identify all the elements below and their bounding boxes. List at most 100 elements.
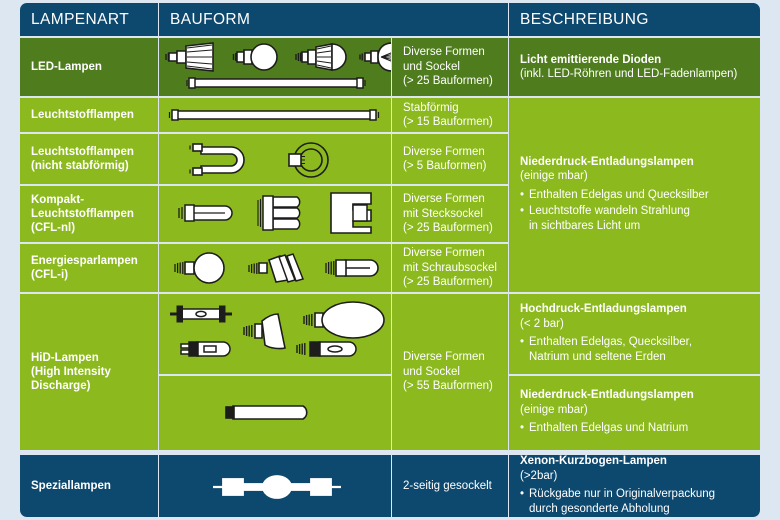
row-label-text-line3: Discharge) — [31, 380, 91, 392]
desc-cell-niederdruck-natrium: Niederdruck-Entladungslampen (einige mba… — [509, 376, 760, 450]
desc-bullet-item: Enthalten Edelgas und Quecksilber — [520, 188, 751, 203]
column-header-lampenart-label: LAMPENART — [31, 10, 130, 28]
form-cell-leuchtstofflampen-nicht-stabfoermig: Diverse Formen (> 5 Bauformen) — [392, 134, 508, 184]
form-text-line2: und Sockel — [403, 60, 460, 73]
cfl-single-u-tube-icon — [177, 202, 237, 224]
form-text-line1: Diverse Formen — [403, 193, 485, 206]
desc-bullet-item: Enthalten Edelgas, Quecksilber, Natrium … — [520, 335, 751, 364]
form-text-line3: (> 55 Bauformen) — [403, 380, 493, 393]
desc-title: Niederdruck-Entladungslampen — [520, 155, 694, 168]
column-header-beschreibung-label: BESCHREIBUNG — [520, 10, 649, 28]
desc-bullet-line: Enthalten Edelgas und Quecksilber — [529, 188, 709, 201]
row-label-text-line2: (nicht stabförmig) — [31, 160, 129, 172]
icon-cell-leuchtstofflampen-nicht-stabfoermig — [159, 134, 391, 184]
desc-bullet-item: Enthalten Edelgas und Natrium — [520, 421, 751, 436]
desc-title: Niederdruck-Entladungslampen — [520, 389, 694, 402]
form-cell-kompakt-leuchtstofflampen: Diverse Formen mit Stecksockel (> 25 Bau… — [392, 186, 508, 242]
desc-subtitle: (einige mbar) — [520, 170, 588, 183]
column-header-beschreibung: BESCHREIBUNG — [509, 3, 760, 36]
column-header-bauform-label: BAUFORM — [170, 10, 251, 28]
row-label-text-line1: Leuchtstofflampen — [31, 146, 134, 158]
hid-single-ended-lamp-icon — [293, 338, 359, 360]
form-text-line2: mit Stecksockel — [403, 207, 483, 220]
desc-bullet-list: Enthalten Edelgas und Natrium — [520, 421, 751, 436]
form-cell-hid-lampen: Diverse Formen und Sockel (> 55 Bauforme… — [392, 294, 508, 450]
desc-cell-led: Licht emittierende Dioden (inkl. LED-Röh… — [509, 38, 760, 96]
desc-bullet-list: Enthalten Edelgas und Quecksilber Leucht… — [520, 188, 751, 234]
desc-bullet-line: durch gesonderte Abholung — [529, 502, 670, 515]
desc-subtitle: (>2bar) — [520, 469, 558, 482]
icon-cell-hid-lampen-niederdruck — [159, 376, 391, 450]
desc-subtitle: (inkl. LED-Röhren und LED-Fadenlampen) — [520, 68, 738, 80]
row-label-speziallampen: Speziallampen — [20, 455, 158, 517]
desc-cell-xenon: Xenon-Kurzbogen-Lampen (>2bar) Rückgabe … — [509, 455, 760, 517]
hid-double-ended-tube-icon — [168, 304, 234, 324]
desc-subtitle: (einige mbar) — [520, 403, 588, 416]
row-label-energiesparlampen: Energiesparlampen (CFL-i) — [20, 244, 158, 292]
form-text-line1: 2-seitig gesockelt — [403, 479, 492, 492]
led-bulb-icon — [294, 42, 352, 72]
row-label-text: Leuchtstofflampen — [31, 109, 134, 121]
sodium-lamp-tube-icon — [221, 402, 317, 422]
row-label-hid-lampen: HiD-Lampen (High Intensity Discharge) — [20, 294, 158, 450]
desc-bullet-item: Rückgabe nur in Originalverpackung durch… — [520, 487, 751, 516]
form-text-line1: Diverse Formen — [403, 145, 485, 158]
row-label-text-line2: Leuchtstofflampen — [31, 208, 134, 220]
icon-cell-hid-lampen-hochdruck — [159, 294, 391, 374]
desc-bullet-line: Enthalten Edelgas und Natrium — [529, 422, 689, 435]
form-text-line3: (> 25 Bauformen) — [403, 276, 493, 289]
icon-cell-led-lampen — [159, 38, 391, 96]
desc-cell-niederdruck: Niederdruck-Entladungslampen (einige mba… — [509, 98, 760, 292]
row-label-text-line2: (High Intensity — [31, 366, 111, 378]
icon-cell-speziallampen — [159, 455, 391, 517]
cfl-spiral-lamp-icon — [247, 251, 307, 285]
row-label-leuchtstofflampen-nicht-stabfoermig: Leuchtstofflampen (nicht stabförmig) — [20, 134, 158, 184]
icon-cell-leuchtstofflampen — [159, 98, 391, 132]
icon-cell-kompakt-leuchtstofflampen — [159, 186, 391, 242]
icon-cell-energiesparlampen — [159, 244, 391, 292]
form-text-line3: (> 25 Bauformen) — [403, 75, 493, 88]
desc-title: Hochdruck-Entladungslampen — [520, 303, 687, 315]
form-cell-speziallampen: 2-seitig gesockelt — [392, 455, 508, 517]
row-label-kompakt-leuchtstofflampen: Kompakt- Leuchtstofflampen (CFL-nl) — [20, 186, 158, 242]
row-label-text-line3: (CFL-nl) — [31, 222, 76, 234]
fluorescent-u-tube-icon — [189, 142, 253, 178]
led-filament-bulb-icon — [359, 42, 391, 72]
desc-bullet-line: Natrium und seltene Erden — [529, 350, 666, 363]
row-label-text: Speziallampen — [31, 480, 111, 492]
form-text-line1: Diverse Formen — [403, 46, 485, 59]
row-label-text-line1: Energiesparlampen — [31, 255, 138, 267]
hid-ellipsoidal-bulb-icon — [301, 299, 387, 341]
form-cell-led-lampen: Diverse Formen und Sockel (> 25 Bauforme… — [392, 38, 508, 96]
form-cell-energiesparlampen: Diverse Formen mit Schraubsockel (> 25 B… — [392, 244, 508, 292]
led-tube-icon — [186, 76, 366, 90]
desc-bullet-line: Enthalten Edelgas, Quecksilber, — [529, 336, 693, 348]
form-text-line1: Diverse Formen — [403, 247, 485, 260]
row-label-text-line1: Kompakt- — [31, 194, 85, 206]
led-reflector-lamp-icon — [165, 42, 223, 72]
column-header-bauform: BAUFORM — [159, 3, 508, 36]
form-text-line2: und Sockel — [403, 365, 460, 378]
desc-title: Licht emittierende Dioden — [520, 53, 662, 66]
desc-bullet-list: Rückgabe nur in Originalverpackung durch… — [520, 487, 751, 516]
desc-bullet-line: in sichtbares Licht um — [529, 219, 641, 232]
xenon-short-arc-lamp-icon — [209, 473, 345, 501]
led-globe-bulb-icon — [231, 42, 285, 72]
desc-bullet-line: Rückgabe nur in Originalverpackung — [529, 488, 716, 500]
form-text-line2: (> 5 Bauformen) — [403, 160, 487, 172]
form-text-line2: (> 15 Bauformen) — [403, 116, 493, 128]
form-cell-leuchtstofflampen: Stabförmig (> 15 Bauformen) — [392, 98, 508, 132]
row-label-text: LED-Lampen — [31, 61, 102, 73]
row-label-leuchtstofflampen: Leuchtstofflampen — [20, 98, 158, 132]
fluorescent-straight-tube-icon — [168, 108, 380, 122]
form-text-line2: mit Schraubsockel — [403, 261, 497, 274]
form-text-line1: Stabförmig — [403, 101, 459, 114]
row-label-text-line1: HiD-Lampen — [31, 352, 99, 364]
desc-title: Xenon-Kurzbogen-Lampen — [520, 455, 667, 467]
hid-reflector-lamp-icon — [241, 313, 291, 350]
row-label-led-lampen: LED-Lampen — [20, 38, 158, 96]
desc-bullet-list: Enthalten Edelgas, Quecksilber, Natrium … — [520, 335, 751, 364]
column-header-lampenart: LAMPENART — [20, 3, 158, 36]
hid-capsule-lamp-icon — [175, 338, 233, 360]
form-text-line1: Diverse Formen — [403, 351, 485, 364]
